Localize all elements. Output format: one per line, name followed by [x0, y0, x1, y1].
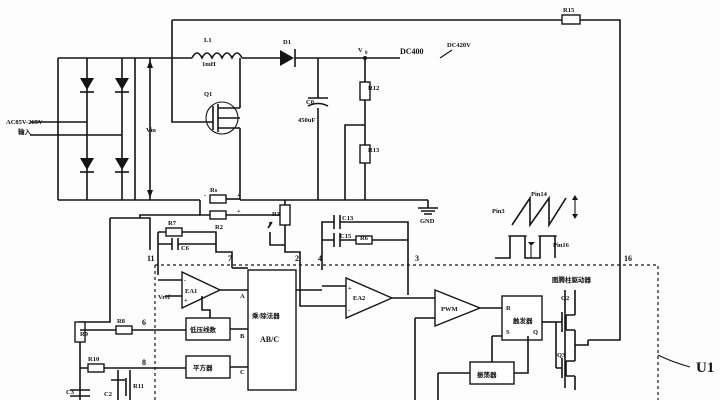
vin-label: Vin [146, 127, 156, 134]
ic-boundary-u1 [154, 264, 691, 400]
c2-label: C2 [104, 391, 112, 398]
r9-label: R9 [80, 331, 89, 338]
q3-label: Q3 [557, 352, 566, 359]
pin-16-label: 16 [624, 254, 632, 263]
pin-7-label: 7 [228, 254, 232, 263]
capacitor-c0 [307, 58, 329, 200]
ea2-amplifier: + - [299, 270, 435, 320]
r15-label: R15 [563, 7, 575, 14]
ac-input-caption: 输入 [18, 127, 32, 136]
l1-value: 1mH [202, 61, 216, 68]
voltage-divider [344, 58, 371, 200]
gnd-label: GND [420, 218, 435, 225]
r6-label: R6 [360, 235, 369, 242]
r12-label: R12 [368, 85, 379, 92]
diode-d1 [280, 49, 400, 67]
svg-text:+: + [184, 297, 188, 304]
u1-label: U1 [696, 360, 714, 376]
r7-label: R7 [168, 220, 177, 227]
pin-11-label: 11 [147, 254, 155, 263]
c3-label: C3 [66, 389, 75, 396]
l1-label: L1 [204, 37, 212, 44]
pin14-label: Pin14 [531, 191, 548, 198]
r3-label: R3 [272, 211, 281, 218]
svg-text:+: + [348, 285, 352, 292]
inductor-l1 [172, 52, 280, 60]
pin-4-label: 4 [318, 254, 322, 263]
c15-label: C15 [340, 233, 352, 240]
pwm-comparator [414, 288, 502, 400]
ac-input-voltage-label: AC85V-265V [6, 119, 43, 126]
feedforward-block-label: 低压线数 [189, 325, 217, 334]
pin11-wire [79, 217, 151, 400]
pin-3-label: 3 [415, 254, 419, 263]
latch-block [491, 295, 556, 362]
q1-label: Q1 [204, 91, 212, 98]
pwm-label: PWM [441, 306, 458, 313]
r10-label: R10 [88, 356, 99, 363]
q2-label: Q2 [561, 295, 569, 302]
r2-label: R2 [215, 224, 223, 231]
oscillator-label: 振荡器 [477, 370, 497, 379]
totem-pole-driver [555, 290, 589, 390]
dc400-label: DC400 [400, 47, 424, 56]
ground-bus [135, 199, 438, 215]
multiplier-formula: AB/C [260, 335, 279, 344]
squarer-block-label: 平方器 [193, 363, 213, 372]
latch-r-label: R [506, 305, 511, 312]
multiplier-label: 乘/除法器 [251, 311, 280, 320]
pulse-waveform [495, 235, 557, 259]
mul-input-b-label: B [240, 333, 245, 340]
svg-text:-: - [184, 277, 186, 284]
dc420-pointer [439, 49, 453, 59]
mul-input-a-label: A [240, 293, 245, 300]
svg-text:-: - [348, 307, 350, 314]
oscillator-block [437, 336, 529, 400]
c6-label: C6 [181, 245, 190, 252]
latch-s-label: S [506, 329, 510, 336]
c13-label: C13 [342, 215, 354, 222]
c0-value: 450uF [298, 117, 315, 124]
latch-q-label: Q [533, 329, 538, 336]
driver-label: 图腾柱驱动器 [552, 275, 592, 284]
svg-text:+: + [237, 192, 241, 199]
r15-feedback-path [171, 14, 621, 341]
rs-return-wire [139, 214, 200, 218]
mosfet-q1 [171, 58, 241, 200]
ea2-compensation [321, 215, 409, 295]
r11-label: R11 [133, 383, 144, 390]
ea1-label: EA1 [185, 288, 197, 295]
vin-rail [135, 57, 172, 200]
multiplier-block [247, 269, 322, 391]
ea1-compensation [157, 227, 233, 275]
lower-left-network [70, 296, 248, 400]
pin3-label: Pin3 [492, 208, 505, 215]
vref-label: Vref [158, 294, 171, 301]
mul-input-c-label: C [240, 369, 245, 376]
dc420-label: DC420V [447, 42, 471, 49]
r8-label: R8 [117, 318, 126, 325]
svg-text:+: + [237, 208, 241, 215]
resistor-r3 [267, 200, 301, 270]
r13-label: R13 [368, 147, 380, 154]
svg-text:-: - [204, 192, 206, 199]
latch-name-label: 触发器 [512, 316, 533, 325]
ea1-amplifier: - + [158, 267, 248, 310]
vo-subscript: 0 [365, 51, 368, 56]
ea2-label: EA2 [353, 295, 365, 302]
ramp-waveform [511, 195, 578, 228]
pin16-label: Pin16 [553, 242, 570, 249]
pin-6-label: 6 [142, 318, 146, 327]
bridge-rectifier [30, 57, 136, 201]
d1-label: D1 [283, 39, 291, 46]
pin-8-label: 8 [142, 358, 146, 367]
rs-label: Rs [210, 187, 218, 194]
vo-label: V [358, 47, 363, 54]
pin-2-label: 2 [295, 254, 299, 263]
c0-label: C0 [306, 99, 314, 106]
